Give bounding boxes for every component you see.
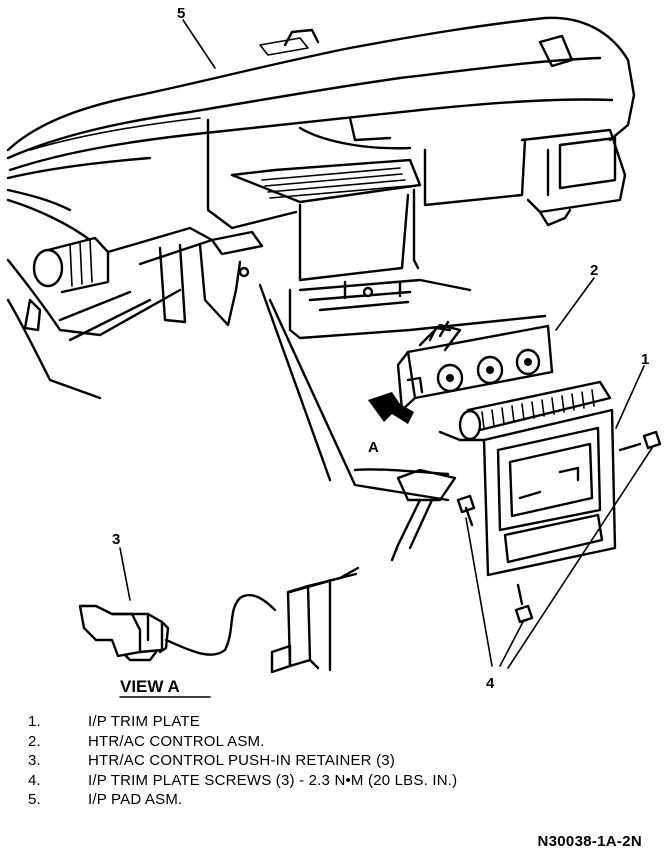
legend-number: 2. bbox=[28, 732, 41, 750]
exploded-view-diagram: A bbox=[6, 5, 662, 698]
callout-4: 4 bbox=[486, 675, 495, 692]
legend-item: 1. I/P TRIM PLATE bbox=[28, 712, 648, 732]
legend-number: 5. bbox=[28, 791, 41, 808]
callout-1: 1 bbox=[641, 351, 649, 368]
ip-pad-assembly bbox=[6, 16, 636, 282]
callout-5: 5 bbox=[177, 5, 185, 22]
legend-text: HTR/AC CONTROL PUSH-IN RETAINER (3) bbox=[88, 752, 396, 769]
callout-3: 3 bbox=[112, 531, 120, 548]
legend-item: 2. HTR/AC CONTROL ASM. bbox=[28, 732, 648, 752]
legend-text: HTR/AC CONTROL ASM. bbox=[88, 732, 265, 750]
lower-bracket bbox=[258, 283, 486, 562]
left-vent-and-column bbox=[6, 226, 264, 400]
ip-trim-plate bbox=[458, 380, 617, 577]
figure-code: N30038-1A-2N bbox=[537, 833, 642, 850]
legend-item: 5. I/P PAD ASM. bbox=[28, 790, 648, 810]
view-a-detail bbox=[78, 566, 360, 674]
view-a-label: VIEW A bbox=[120, 677, 180, 696]
view-a-arrow: A bbox=[368, 392, 414, 456]
legend-item: 3. HTR/AC CONTROL PUSH-IN RETAINER (3) bbox=[28, 751, 648, 771]
legend-number: 1. bbox=[28, 713, 41, 730]
legend-text: I/P PAD ASM. bbox=[88, 791, 183, 808]
legend-number: 3. bbox=[28, 752, 41, 769]
callout-2: 2 bbox=[590, 262, 598, 279]
legend-item: 4. I/P TRIM PLATE SCREWS (3) - 2.3 N•M (2… bbox=[28, 771, 648, 791]
legend-number: 4. bbox=[28, 771, 41, 789]
parts-legend: 1. I/P TRIM PLATE 2. HTR/AC CONTROL ASM. 3… bbox=[28, 712, 648, 810]
htr-ac-control-assembly bbox=[396, 320, 554, 412]
radio-opening-bracket bbox=[288, 278, 547, 340]
legend-text: I/P TRIM PLATE bbox=[88, 713, 200, 730]
view-a-arrow-label: A bbox=[368, 439, 379, 456]
trim-plate-screws bbox=[456, 430, 662, 624]
legend-text: I/P TRIM PLATE SCREWS (3) - 2.3 N•M (20 … bbox=[88, 771, 458, 789]
callout-leaders bbox=[119, 19, 653, 669]
